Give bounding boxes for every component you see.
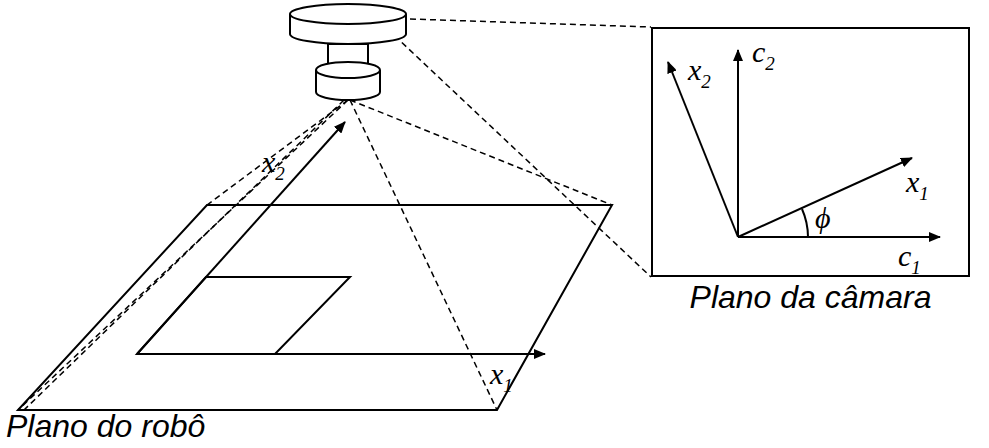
robot-plane: Plano do robô [18,205,612,410]
plane-caption: Plano do robô [6,408,205,444]
plane-outline [18,205,612,410]
camera-axes [668,50,940,237]
axis-label: ϕ [815,204,831,232]
axis-label: x2 [262,148,285,180]
camera-symbol [290,4,406,100]
plane-caption: Plano da câmara [690,279,932,315]
axis-label: x2 [688,56,711,88]
axis-label: x1 [906,168,929,200]
axis-label: x1 [490,360,513,392]
axis-label: c1 [898,242,921,274]
axis-label: c2 [752,38,775,70]
plane-outline [18,205,612,410]
projection-lines [18,18,651,410]
robot-axes [137,122,545,354]
